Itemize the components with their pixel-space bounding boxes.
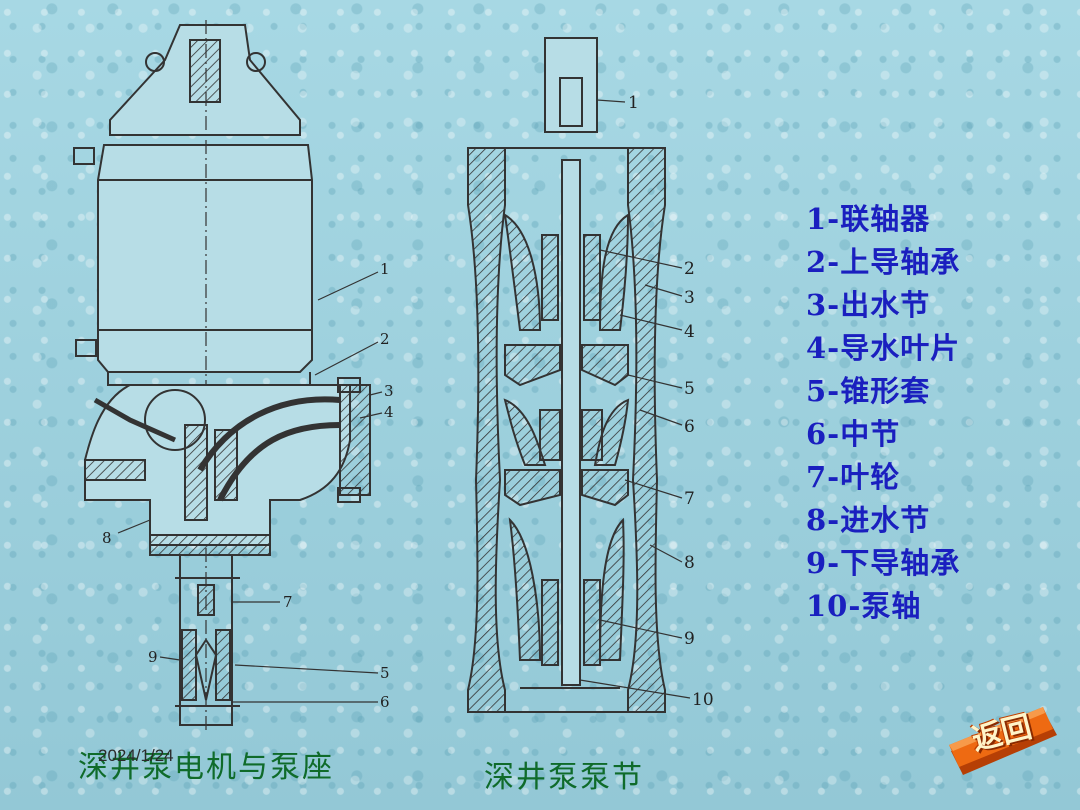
legend-item: 10-泵轴 [806, 589, 922, 623]
right-callout-2: 2 [684, 259, 695, 279]
right-callout-6: 6 [684, 417, 695, 437]
pump-stage-section-drawing [467, 37, 666, 713]
legend-item: 2-上导轴承 [806, 245, 961, 279]
right-callout-4: 4 [684, 322, 695, 342]
back-button[interactable]: 返回 [945, 705, 1063, 779]
left-callout-1: 1 [380, 260, 390, 278]
left-callout-3: 3 [384, 382, 394, 400]
legend-item: 7-叶轮 [806, 460, 901, 494]
left-callout-7: 7 [283, 593, 293, 611]
legend-item: 5-锥形套 [806, 374, 931, 408]
legend-item: 3-出水节 [806, 288, 931, 322]
left-callout-4: 4 [384, 403, 394, 421]
left-callout-2: 2 [380, 330, 390, 348]
right-callout-9: 9 [684, 629, 695, 649]
motor-and-pump-base-drawing [73, 20, 371, 730]
left-callout-6: 6 [380, 693, 390, 711]
right-callout-10: 10 [692, 690, 714, 710]
legend-item: 1-联轴器 [806, 202, 931, 236]
right-callout-8: 8 [684, 553, 695, 573]
left-callout-8: 8 [102, 529, 112, 547]
legend-item: 6-中节 [806, 417, 901, 451]
legend-item: 9-下导轴承 [806, 546, 961, 580]
left-figure-caption: 深井泵电机与泵座 [78, 750, 334, 785]
legend-item: 4-导水叶片 [806, 331, 961, 365]
right-figure-caption: 深井泵泵节 [484, 760, 644, 795]
left-callout-5: 5 [380, 664, 390, 682]
right-callout-1: 1 [628, 93, 639, 113]
right-callout-7: 7 [684, 489, 695, 509]
right-callout-3: 3 [684, 288, 695, 308]
legend-item: 8-进水节 [806, 503, 931, 537]
right-callout-5: 5 [684, 379, 695, 399]
left-callout-9: 9 [148, 648, 158, 666]
part-legend: 1-联轴器 2-上导轴承 3-出水节 4-导水叶片 5-锥形套 6-中节 7-叶… [806, 198, 960, 628]
date-stamp: 2024/1/24 [98, 746, 174, 765]
back-button-shape [949, 707, 1057, 775]
